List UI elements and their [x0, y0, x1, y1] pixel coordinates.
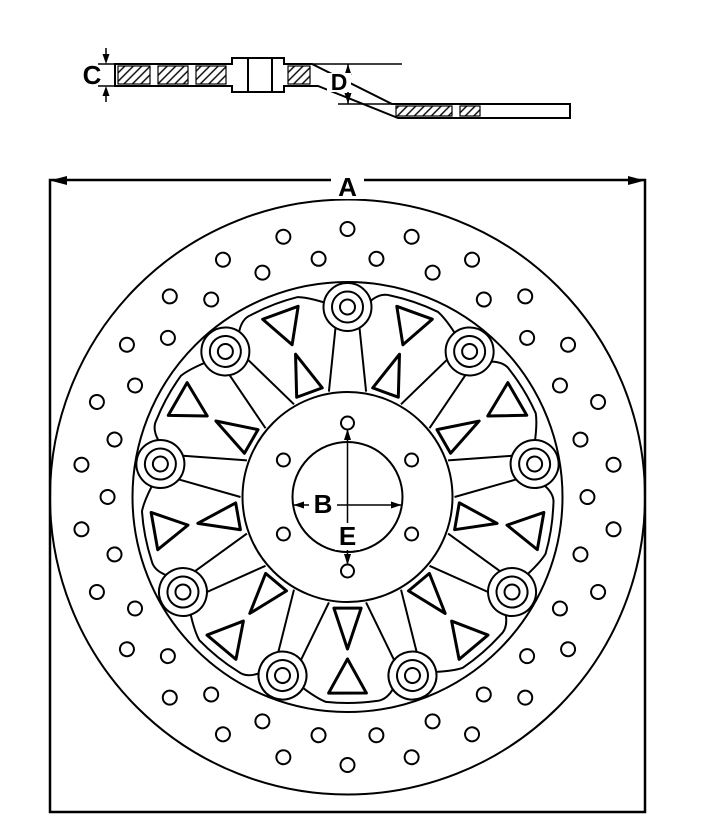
hatch-region: [195, 65, 227, 85]
drill-hole-pair: [76, 391, 135, 450]
disc-outer-circle: [49, 198, 646, 796]
carrier-sector: [378, 524, 547, 699]
drill-hole-pair: [339, 727, 385, 773]
drill-hole-pair: [116, 621, 179, 684]
drill-hole-pair: [516, 310, 579, 373]
drill-hole-pair: [137, 285, 201, 349]
carrier: [107, 262, 579, 737]
arrowhead: [344, 93, 352, 104]
front-view: A E B: [48, 172, 647, 814]
bolt-hole: [275, 526, 291, 542]
hatch-region: [157, 65, 189, 85]
drill-hole-pair: [560, 544, 619, 603]
hatch-region: [287, 65, 311, 85]
rivet-section: [247, 57, 273, 93]
drill-hole-pair: [310, 221, 356, 267]
drill-hole-pair: [99, 334, 163, 397]
b-label: B: [314, 489, 333, 519]
arrowhead: [102, 86, 110, 96]
drill-hole-pair: [86, 571, 146, 630]
arrowhead: [50, 176, 67, 185]
carrier-sector: [131, 352, 270, 505]
hatch-region: [395, 105, 453, 117]
drill-hole-pair: [395, 711, 450, 767]
drill-hole-pair: [472, 266, 537, 330]
carrier-sector: [190, 262, 367, 438]
e-label: E: [339, 521, 356, 551]
arrowhead: [628, 176, 645, 185]
dimension-a: A: [50, 172, 645, 202]
hatch-region: [459, 105, 481, 117]
drill-hole-pair: [158, 664, 223, 728]
drill-hole-pair: [532, 597, 596, 660]
drill-hole-pair: [494, 645, 558, 709]
drill-hole-pair: [245, 227, 300, 283]
arrowhead: [344, 64, 352, 75]
hub-outer-circle: [241, 391, 454, 603]
a-label: A: [338, 172, 357, 202]
drill-hole-pair: [366, 220, 422, 276]
bolt-hole: [275, 452, 291, 468]
carrier-sector: [172, 552, 338, 708]
drill-hole-pair: [72, 516, 124, 567]
d-label: D: [331, 69, 348, 95]
drill-hole-pair: [549, 364, 609, 423]
drill-hole-pair: [212, 697, 273, 759]
bolt-hole: [404, 526, 420, 542]
arrowhead: [391, 501, 402, 509]
arrowhead: [344, 554, 351, 565]
hatch-region: [117, 65, 151, 85]
drill-hole-pair: [186, 249, 248, 310]
arrowhead: [344, 429, 351, 440]
bolt-hole: [340, 563, 355, 579]
drill-hole-pair: [447, 684, 509, 745]
dimension-b: B: [293, 489, 402, 519]
carrier-sector: [440, 434, 579, 587]
drill-hole-pair: [575, 488, 626, 539]
dimension-c: C: [83, 48, 115, 102]
arrowhead: [293, 501, 304, 509]
drill-hole-pair: [69, 455, 120, 506]
drill-hole-pair: [571, 427, 623, 478]
drill-hole-pair: [422, 235, 483, 297]
c-label: C: [83, 60, 102, 90]
bolt-hole: [404, 452, 420, 468]
bolt-hole: [340, 415, 355, 431]
dimension-d: D: [312, 63, 402, 105]
drill-hole-pair: [273, 718, 329, 774]
cross-section-view: C D: [83, 48, 571, 119]
dimension-e: E: [335, 429, 360, 565]
arrowhead: [102, 54, 110, 64]
